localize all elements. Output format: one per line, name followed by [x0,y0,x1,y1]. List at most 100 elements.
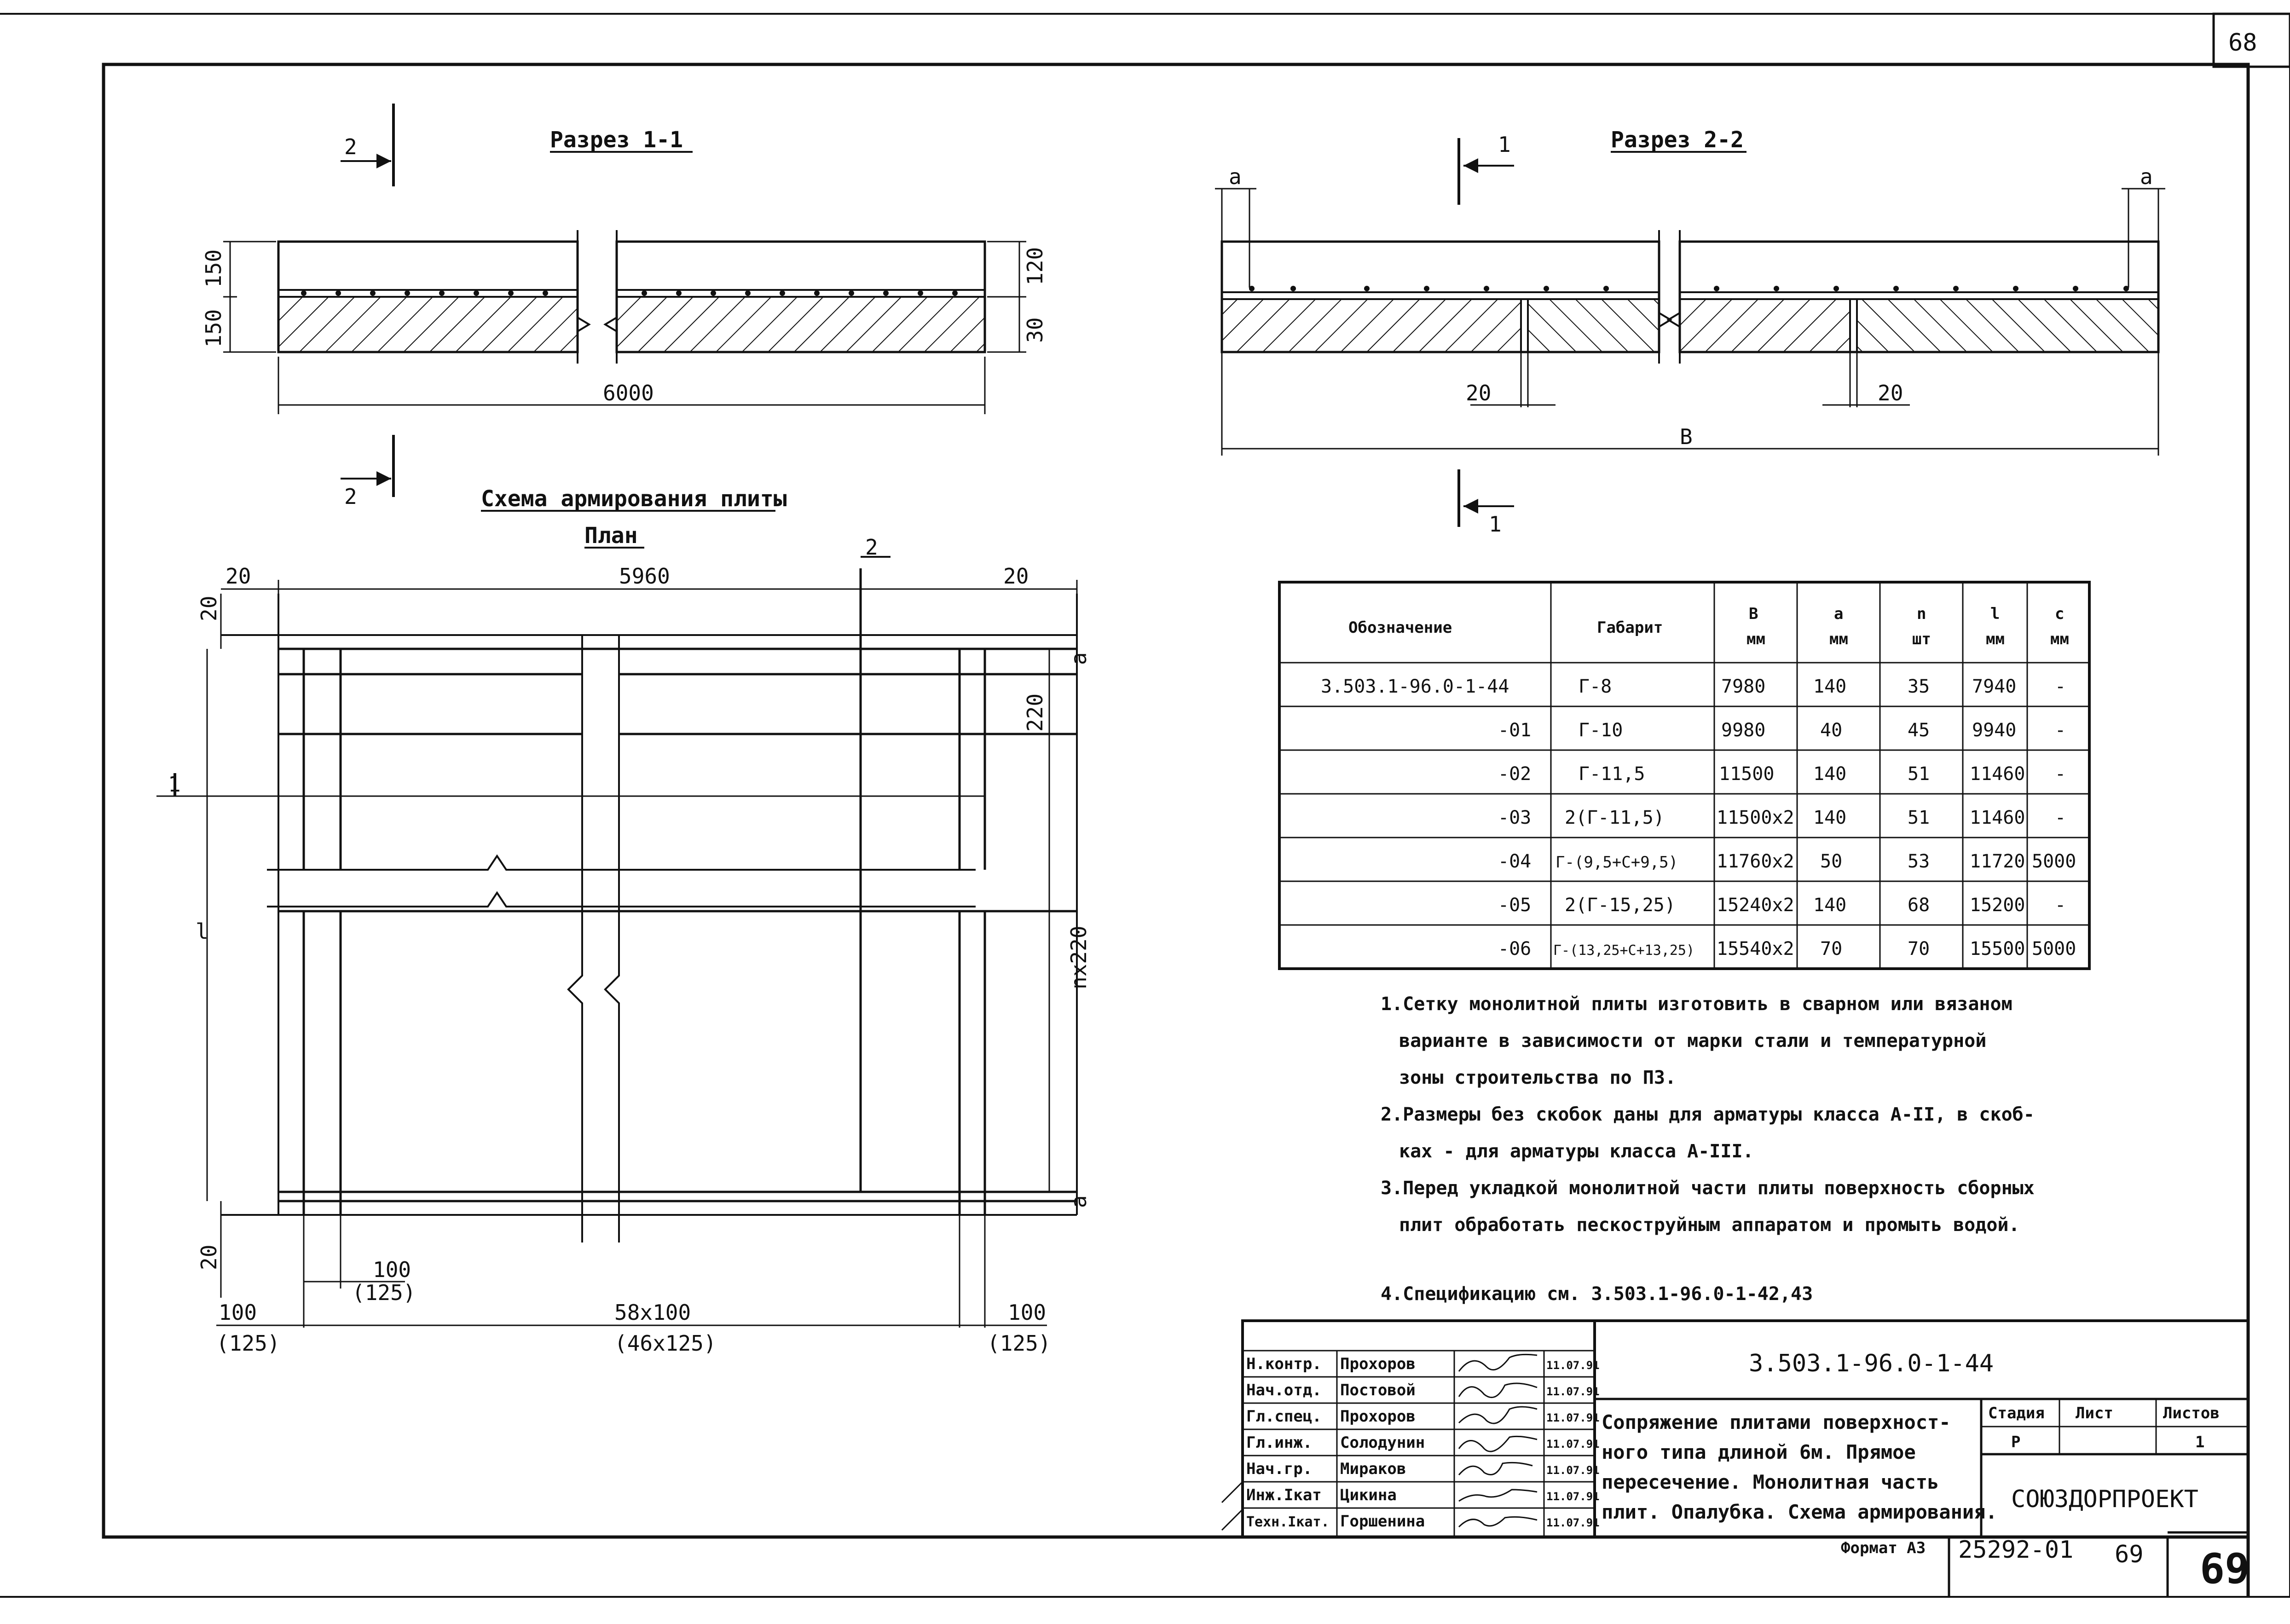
svg-text:120: 120 [1023,247,1047,285]
svg-text:a: a [1834,605,1843,623]
table-rows: 3.503.1-96.0-1-44 Г-8 7980 140 35 7940 -… [1321,676,2076,959]
svg-text:140: 140 [1813,895,1846,916]
notes: 1.Сетку монолитной плиты изготовить в св… [1381,994,2035,1305]
svg-text:l: l [1990,605,2000,623]
svg-text:nx220: nx220 [1066,926,1091,989]
svg-text:11.07.91: 11.07.91 [1546,1438,1600,1451]
description-line: Сопряжение плитами поверхност- [1602,1411,1951,1433]
section-1-1-title: Разрез 1-1 [550,127,683,153]
svg-text:140: 140 [1813,676,1846,697]
title-block: 3.503.1-96.0-1-44 Сопряжение плитами пов… [1221,1319,2250,1597]
note-line: ках - для арматуры класса А-III. [1399,1141,1754,1162]
signature-scribbles [1458,1353,1538,1528]
svg-text:220: 220 [1023,694,1047,732]
reinforcement-plan: Схема армирования плиты План [156,486,1091,1356]
svg-text:53: 53 [1908,851,1930,872]
svg-text:мм: мм [1986,630,2005,648]
table-row: 3.503.1-96.0-1-44 [1321,676,1509,697]
svg-text:11720: 11720 [1970,851,2025,872]
svg-text:50: 50 [1820,851,1842,872]
svg-text:Прохоров: Прохоров [1340,1355,1416,1373]
svg-text:мм: мм [1829,630,1848,648]
stage-header: Стадия [1988,1404,2045,1422]
svg-text:-: - [2055,763,2066,785]
svg-text:-: - [2055,676,2066,697]
note-line: 1.Сетку монолитной плиты изготовить в св… [1381,994,2012,1015]
svg-text:-: - [2055,720,2066,741]
svg-text:1: 1 [1498,132,1511,157]
svg-text:150: 150 [201,309,226,347]
svg-text:9940: 9940 [1972,720,2016,741]
svg-text:35: 35 [1908,676,1930,697]
svg-text:15240x2: 15240x2 [1717,895,1794,916]
svg-text:150: 150 [201,249,226,288]
svg-text:n: n [1917,605,1926,623]
svg-text:15200: 15200 [1970,895,2025,916]
svg-text:мм: мм [2050,630,2069,648]
svg-text:6000: 6000 [603,381,654,405]
svg-text:70: 70 [1908,938,1930,959]
svg-text:2(Г-11,5): 2(Г-11,5) [1565,807,1665,828]
scheme-title: Схема армирования плиты [481,486,787,512]
svg-text:B: B [1749,605,1758,623]
svg-text:20: 20 [1003,564,1029,589]
svg-text:7940: 7940 [1972,676,2016,697]
svg-text:11.07.91: 11.07.91 [1546,1411,1600,1424]
table-header-gabarit: Габарит [1597,618,1663,637]
svg-text:51: 51 [1908,763,1930,785]
format-label: Формат А3 [1841,1539,1926,1557]
rebar-dots-1-1 [301,290,958,296]
svg-text:11460: 11460 [1970,763,2025,785]
svg-text:20: 20 [197,596,221,621]
svg-text:Г-8: Г-8 [1579,676,1612,697]
svg-text:мм: мм [1746,630,1765,648]
svg-text:a: a [1066,1195,1091,1208]
svg-text:11500x2: 11500x2 [1717,807,1794,828]
section-2-2: Разрез 2-2 1 1 a a [1215,127,2165,537]
organization: СОЮЗДОРПРОЕКТ [2011,1485,2198,1513]
svg-text:Г-(13,25+С+13,25): Г-(13,25+С+13,25) [1553,942,1694,959]
svg-text:Гл.спец.: Гл.спец. [1246,1407,1322,1426]
sheet-code: 25292-01 [1958,1536,2073,1564]
svg-text:20: 20 [197,1245,221,1270]
description-line: пересечение. Монолитная часть [1602,1471,1939,1493]
svg-text:2: 2 [344,484,357,509]
svg-text:100: 100 [219,1300,257,1325]
svg-text:-: - [2055,807,2066,828]
sheets-value: 1 [2195,1433,2204,1451]
rebar-mesh [278,568,1077,1215]
svg-text:5000: 5000 [2032,938,2076,959]
note-line: 3.Перед укладкой монолитной части плиты … [1381,1178,2035,1199]
svg-text:58x100: 58x100 [614,1300,691,1325]
sheet-header: Лист [2076,1404,2113,1422]
svg-text:Г-(9,5+С+9,5): Г-(9,5+С+9,5) [1556,853,1678,872]
svg-text:40: 40 [1820,720,1842,741]
svg-text:11.07.91: 11.07.91 [1546,1359,1600,1372]
table-row: -04 [1498,851,1531,872]
svg-text:15540x2: 15540x2 [1717,938,1794,959]
svg-text:(125): (125) [987,1331,1051,1356]
svg-text:l: l [196,919,208,944]
svg-text:140: 140 [1813,807,1846,828]
sheet-code-num: 69 [2115,1541,2144,1568]
svg-text:c: c [2055,605,2064,623]
svg-text:11760x2: 11760x2 [1717,851,1794,872]
svg-text:30: 30 [1023,318,1047,343]
svg-text:2: 2 [865,535,878,560]
svg-text:11.07.91: 11.07.91 [1546,1385,1600,1398]
sheets-header: Листов [2163,1404,2220,1422]
svg-text:шт: шт [1912,630,1931,648]
svg-text:Цикина: Цикина [1340,1486,1397,1504]
svg-text:11.07.91: 11.07.91 [1546,1490,1600,1503]
svg-text:Гл.инж.: Гл.инж. [1246,1433,1312,1452]
svg-text:B: B [1680,424,1693,449]
description-line: плит. Опалубка. Схема армирования. [1602,1501,1997,1523]
svg-text:51: 51 [1908,807,1930,828]
svg-text:45: 45 [1908,720,1930,741]
doc-code: 3.503.1-96.0-1-44 [1749,1350,1994,1377]
note-line: зоны строительства по ПЗ. [1399,1067,1676,1088]
page-number: 69 [2200,1545,2250,1593]
svg-text:5960: 5960 [619,564,670,589]
svg-text:20: 20 [226,564,251,589]
table-row: -02 [1498,763,1531,785]
